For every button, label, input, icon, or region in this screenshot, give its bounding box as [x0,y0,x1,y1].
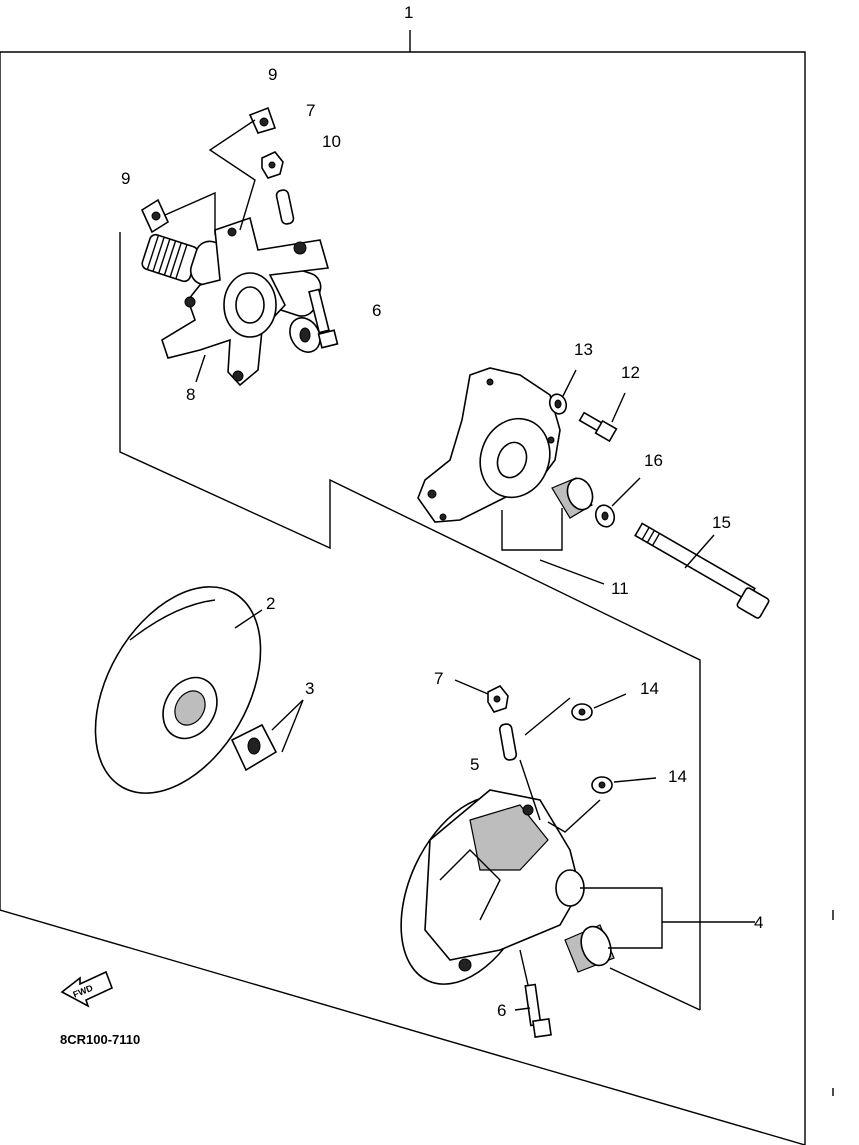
callout-13: 13 [574,340,593,359]
washer-part-14-upper [571,703,593,721]
callout-7-lower: 7 [434,669,443,688]
callout-14-lower: 14 [668,767,687,786]
bolt-part-6-upper [308,288,339,349]
button-part-9-lower [140,198,170,234]
callout-4: 4 [754,913,763,932]
assembly-frame [0,30,806,1145]
callout-10: 10 [322,132,341,151]
cover-plate-part-11 [417,367,561,523]
washer-part-13 [548,393,568,415]
washer-part-16 [594,504,616,528]
callout-6-upper: 6 [372,301,381,320]
washer-part-3 [230,723,278,772]
callout-5: 5 [470,755,479,774]
callout-12: 12 [621,363,640,382]
button-part-9-upper [248,106,277,134]
nut-part-7-upper [261,151,284,179]
fwd-arrow-icon: FWD [60,970,114,1008]
callout-7-upper: 7 [306,101,315,120]
callout-9-upper: 9 [268,65,277,84]
callout-14-upper: 14 [640,679,659,698]
subassembly-boundaries [119,232,701,1011]
bolt-part-15 [634,522,770,619]
callout-1: 1 [404,3,413,22]
bushing-part-11 [551,477,594,519]
bushing-part-4 [564,924,615,973]
bolt-part-12 [578,411,618,443]
callout-6-lower: 6 [497,1001,506,1020]
callout-9-lower: 9 [121,169,130,188]
part-code: 8CR100-7110 [60,1032,140,1047]
callout-11: 11 [611,579,629,598]
pin-part-10 [275,189,295,225]
callout-labels: 1 9 7 10 9 6 8 13 12 16 15 11 2 3 7 14 5… [121,3,763,1020]
spider-assembly [141,216,330,387]
callout-2: 2 [266,594,275,613]
bolt-part-6-lower [524,983,552,1038]
pin-part-5 [498,723,518,761]
callout-8: 8 [186,385,195,404]
nut-part-7-lower [487,684,509,713]
callout-16: 16 [644,451,663,470]
clutch-assembly-part-4 [400,789,585,985]
sheave-part-2 [94,586,262,794]
callout-15: 15 [712,513,731,532]
washer-part-14-lower [591,776,613,794]
callout-3: 3 [305,679,314,698]
